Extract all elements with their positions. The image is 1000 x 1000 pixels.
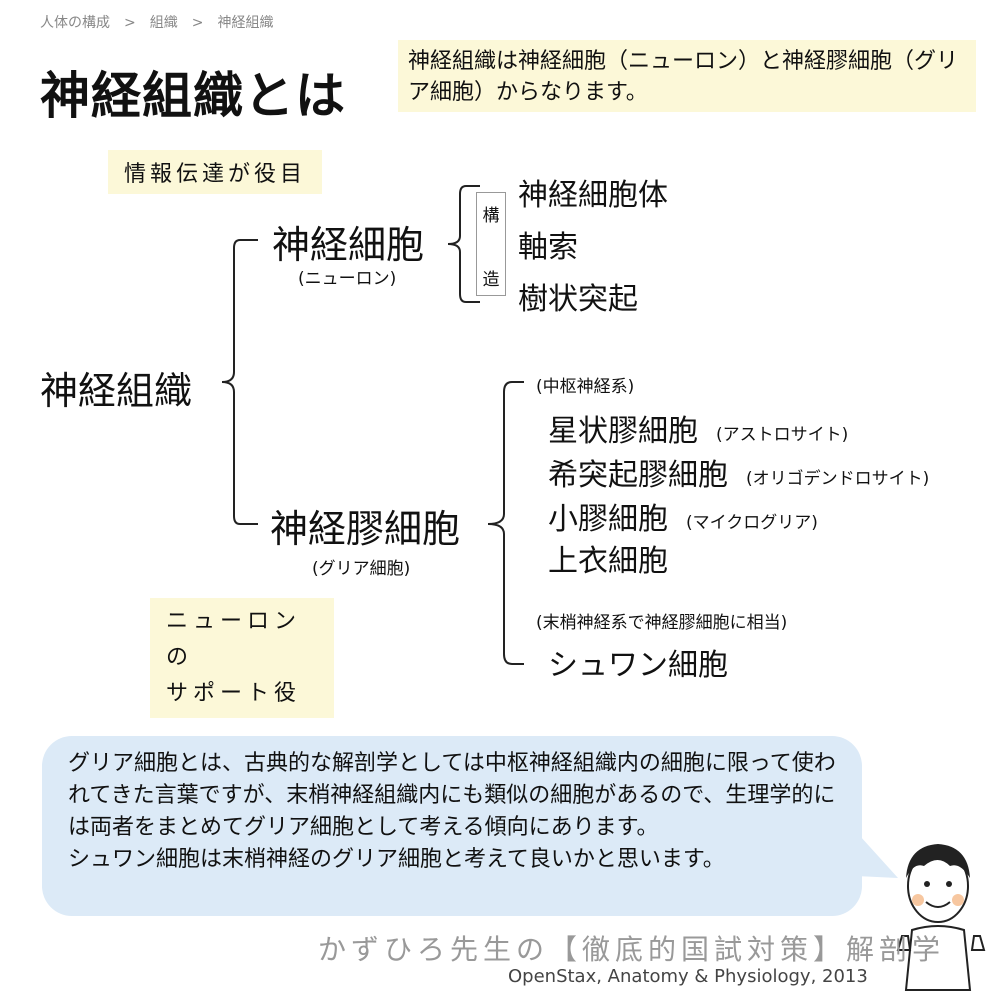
glia-item-schwann: シュワン細胞 (548, 648, 728, 683)
neuron-part-soma: 神経細胞体 (518, 178, 668, 213)
breadcrumb-separator: > (124, 15, 136, 31)
breadcrumb-item-nerve-tissue: 神経組織 (217, 15, 274, 31)
support-tag-line-1: ニューロンの (166, 609, 302, 670)
glia-item-microglia: 小膠細胞 (マイクログリア) (548, 494, 818, 538)
glia-item-name: 星状膠細胞 (548, 414, 698, 449)
source-citation: OpenStax, Anatomy & Physiology, 2013 (508, 966, 868, 987)
glia-bracket (487, 381, 524, 665)
glia-subtitle: (グリア細胞) (312, 559, 411, 579)
role-tag: 情報伝達が役目 (108, 150, 323, 194)
root-bracket (221, 239, 258, 525)
credit-text: かずひろ先生の【徹底的国試対策】解剖学 (318, 933, 946, 966)
neuron-node: 神経細胞 (272, 223, 425, 267)
neuron-part-dendrite: 樹状突起 (518, 282, 638, 317)
neuron-subtitle: (ニューロン) (298, 269, 397, 289)
structure-char-2: 造 (482, 270, 500, 290)
glia-node: 神経膠細胞 (270, 507, 461, 551)
support-tag-line-2: サポート役 (166, 681, 302, 706)
neuron-bracket (447, 185, 480, 303)
glia-item-oligodendrocyte: 希突起膠細胞 (オリゴデンドロサイト) (548, 450, 929, 494)
glia-item-astrocyte: 星状膠細胞 (アストロサイト) (548, 406, 848, 450)
speech-bubble: グリア細胞とは、古典的な解剖学としては中枢神経組織内の細胞に限って使われてきた言… (42, 736, 862, 916)
neuron-part-axon: 軸索 (518, 230, 578, 265)
structure-label: 構 造 (476, 192, 506, 296)
structure-char-1: 構 (482, 206, 500, 226)
summary-note: 神経組織は神経細胞（ニューロン）と神経膠細胞（グリア細胞）からなります。 (398, 40, 976, 112)
root-node: 神経組織 (40, 369, 193, 413)
glia-item-name: 希突起膠細胞 (548, 458, 728, 493)
glia-item-name: 小膠細胞 (548, 502, 668, 537)
glia-item-note: (アストロサイト) (716, 425, 849, 445)
breadcrumb-separator: > (191, 15, 204, 31)
breadcrumb: 人体の構成 > 組織 > 神経組織 (40, 12, 273, 32)
glia-item-note: (マイクログリア) (686, 513, 818, 533)
cns-heading: (中枢神経系) (536, 377, 635, 397)
glia-item-name: 上衣細胞 (548, 544, 668, 579)
bubble-paragraph-1: グリア細胞とは、古典的な解剖学としては中枢神経組織内の細胞に限って使われてきた言… (68, 751, 836, 840)
support-tag: ニューロンの サポート役 (150, 598, 334, 718)
bubble-paragraph-2: シュワン細胞は末梢神経のグリア細胞と考えて良いかと思います。 (68, 847, 725, 872)
breadcrumb-item-body[interactable]: 人体の構成 (40, 15, 110, 31)
glia-item-ependymal: 上衣細胞 (548, 536, 668, 580)
breadcrumb-item-tissue[interactable]: 組織 (149, 15, 178, 31)
bubble-tail (856, 836, 898, 878)
teacher-illustration (896, 844, 986, 991)
glia-item-note: (オリゴデンドロサイト) (746, 469, 930, 489)
pns-heading: (末梢神経系で神経膠細胞に相当) (536, 613, 788, 633)
page-title: 神経組織とは (40, 67, 346, 125)
